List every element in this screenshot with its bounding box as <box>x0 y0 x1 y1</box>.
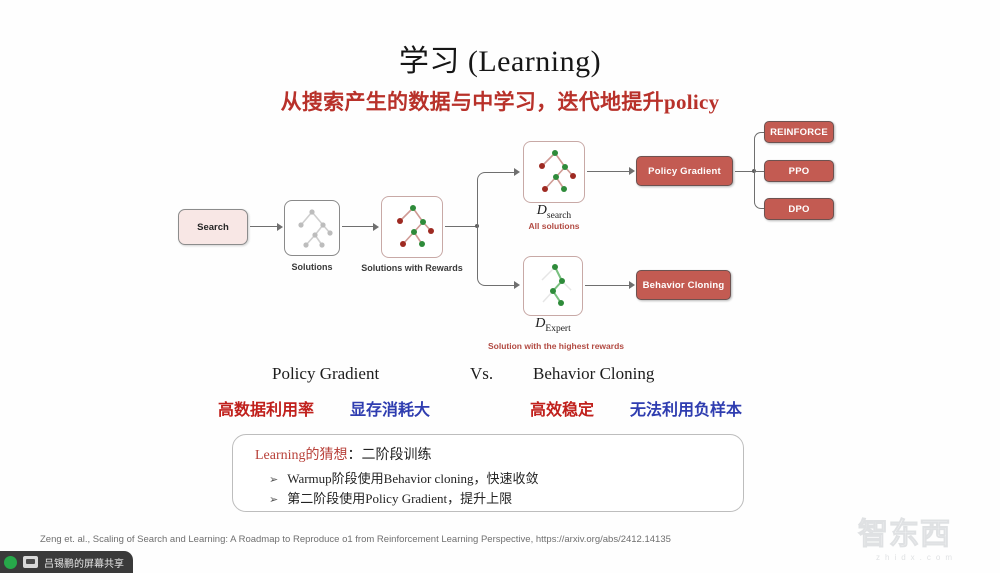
dsearch-subscript: search <box>546 210 572 221</box>
dexpert-tree-icon <box>541 264 572 306</box>
algorithm-reinforce-label: REINFORCE <box>770 126 828 138</box>
search-box: Search <box>178 209 248 245</box>
rewards-tree-icon <box>397 205 434 247</box>
behavior-cloning-label: Behavior Cloning <box>642 279 725 291</box>
watermark-subtext: zhidx.com <box>876 553 958 562</box>
callout-heading-highlight: Learning的猜想 <box>255 448 348 463</box>
connector-dexpert-to-bc <box>585 285 630 287</box>
share-status-icon <box>4 555 17 569</box>
connector-branch-upper-h <box>500 172 516 174</box>
policy-gradient-label: Policy Gradient <box>648 165 721 177</box>
arrowhead <box>514 281 520 289</box>
screen-share-bar[interactable]: 吕锡鹏的屏幕共享 <box>0 551 133 573</box>
algorithm-ppo: PPO <box>764 160 834 182</box>
algorithm-ppo-label: PPO <box>788 165 810 177</box>
connector-to-dpo <box>754 171 768 209</box>
dsearch-symbol: D <box>536 203 547 218</box>
dsearch-tree-icon <box>539 150 576 192</box>
comparison-right-con: 无法利用负样本 <box>630 402 743 419</box>
callout-bullet-1: ➢ Warmup阶段使用Behavior cloning，快速收敛 <box>269 468 743 487</box>
dsearch-box <box>523 141 585 203</box>
dsearch-label: Dsearch <box>523 203 585 221</box>
arrowhead <box>514 168 520 176</box>
comparison-left-con: 显存消耗大 <box>350 402 431 419</box>
comparison-vs: Vs. <box>470 364 494 383</box>
arrowhead <box>629 281 635 289</box>
bullet-arrow-icon: ➢ <box>269 494 279 506</box>
dexpert-label: DExpert <box>523 316 583 334</box>
connector-branch-lower-h <box>500 285 516 287</box>
connector-to-reinforce <box>754 132 768 171</box>
page-title: 学习 (Learning) <box>398 45 602 78</box>
citation-text: Zeng et. al., Scaling of Search and Lear… <box>40 534 671 545</box>
callout-bullet-2: ➢ 第二阶段使用Policy Gradient，提升上限 <box>269 488 743 507</box>
solutions-caption: Solutions <box>291 262 333 272</box>
dexpert-box <box>523 256 583 316</box>
dexpert-symbol: D <box>535 316 546 331</box>
dexpert-subscript: Expert <box>545 323 571 334</box>
arrowhead <box>373 223 379 231</box>
callout-heading-rest: ：二阶段训练 <box>347 448 432 463</box>
callout-box: Learning的猜想：二阶段训练 ➢ Warmup阶段使用Behavior c… <box>232 434 744 512</box>
algorithm-dpo: DPO <box>764 198 834 220</box>
watermark-text: 智东西 <box>858 517 951 553</box>
connector-rewards-to-split <box>445 226 477 228</box>
comparison-right-title: Behavior Cloning <box>533 364 655 383</box>
comparison-left-pro: 高数据利用率 <box>218 402 315 419</box>
callout-bullet-2-text: 第二阶段使用Policy Gradient，提升上限 <box>287 491 513 506</box>
comparison-left-title: Policy Gradient <box>272 364 380 383</box>
watermark: 智东西 zhidx.com <box>854 503 992 565</box>
connector-pg-to-fan <box>735 171 754 173</box>
screen-share-label: 吕锡鹏的屏幕共享 <box>44 558 124 570</box>
search-box-label: Search <box>197 221 229 233</box>
arrowhead <box>277 223 283 231</box>
policy-gradient-box: Policy Gradient <box>636 156 733 186</box>
connector-branch-upper <box>477 172 501 226</box>
connector-search-to-solutions <box>250 226 278 228</box>
dsearch-note: All solutions <box>528 221 580 231</box>
connector-solutions-to-rewards <box>342 226 374 228</box>
dexpert-note: Solution with the highest rewards <box>487 341 624 351</box>
algorithm-reinforce: REINFORCE <box>764 121 834 143</box>
solutions-tree-icon <box>298 209 333 248</box>
monitor-icon <box>23 556 38 568</box>
arrowhead <box>629 167 635 175</box>
callout-bullet-1-text: Warmup阶段使用Behavior cloning，快速收敛 <box>287 471 539 486</box>
connector-dsearch-to-pg <box>587 171 630 173</box>
solutions-box <box>284 200 340 256</box>
callout-heading: Learning的猜想：二阶段训练 <box>255 444 743 464</box>
solutions-with-rewards-box <box>381 196 443 258</box>
comparison-right-pro: 高效稳定 <box>530 402 595 419</box>
page-subtitle: 从搜索产生的数据与中学习，迭代地提升policy <box>280 90 720 114</box>
connector-branch-lower <box>477 226 501 286</box>
algorithm-dpo-label: DPO <box>788 203 810 215</box>
behavior-cloning-box: Behavior Cloning <box>636 270 731 300</box>
rewards-caption: Solutions with Rewards <box>361 263 463 273</box>
bullet-arrow-icon: ➢ <box>269 474 279 486</box>
